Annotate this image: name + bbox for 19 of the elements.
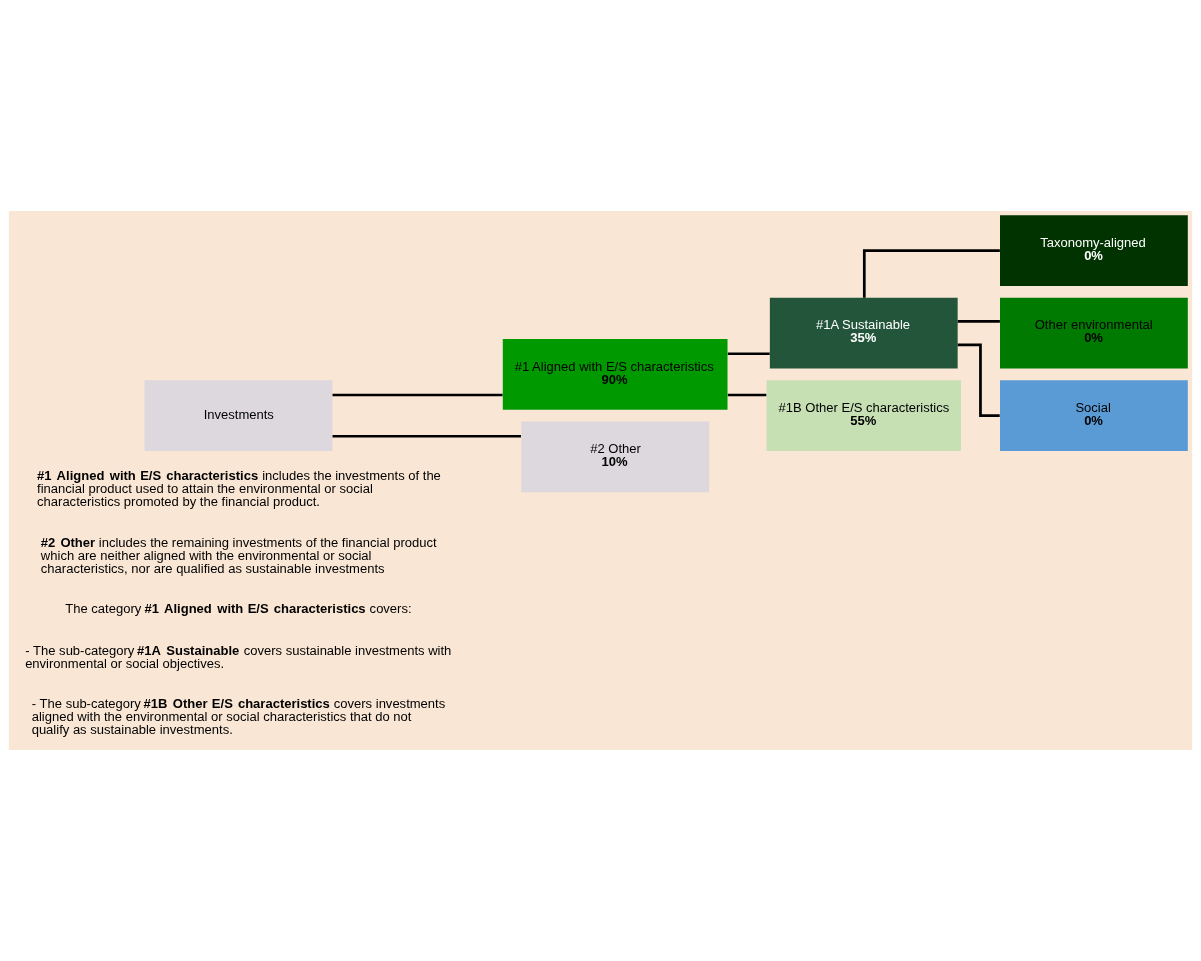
node-box: Other environmental 0%: [1000, 297, 1188, 369]
connector: [332, 434, 521, 438]
node-box: #1 Aligned with E/S characteristics 90%: [502, 339, 728, 410]
label: #2 Other includes the remaining investments of the financial product which are neither aligned with the environmental or social characteristics, nor are qualified as sustainable investments: [40, 534, 437, 576]
node-box: #1A Sustainable 35%: [769, 297, 958, 369]
connector: [727, 393, 767, 397]
connector: [957, 320, 1000, 323]
label: #1 Aligned with E/S characteristics includes the investments of the financial product used to attain the environmental or social characteristics promoted by the financial product.: [37, 468, 441, 510]
node-box: Investments: [144, 380, 333, 451]
connector: [332, 393, 503, 397]
node-box: #2 Other 10%: [521, 421, 710, 493]
label: - The sub-category #1A Sustainable covers sustainable investments with environmental or social objectives.: [25, 643, 452, 672]
label: The category #1 Aligned with E/S characteristics covers:: [65, 601, 412, 617]
connector: [727, 352, 770, 356]
node-box: Taxonomy-aligned 0%: [1000, 215, 1188, 286]
node-box: #1B Other E/S characteristics 55%: [766, 380, 961, 451]
label: - The sub-category #1B Other E/S characteristics covers investments aligned with the environmental or social characteristics that do not qualify as sustainable investments.: [31, 696, 446, 738]
connector: [862, 249, 1000, 298]
node-box: Social 0%: [1000, 380, 1188, 451]
